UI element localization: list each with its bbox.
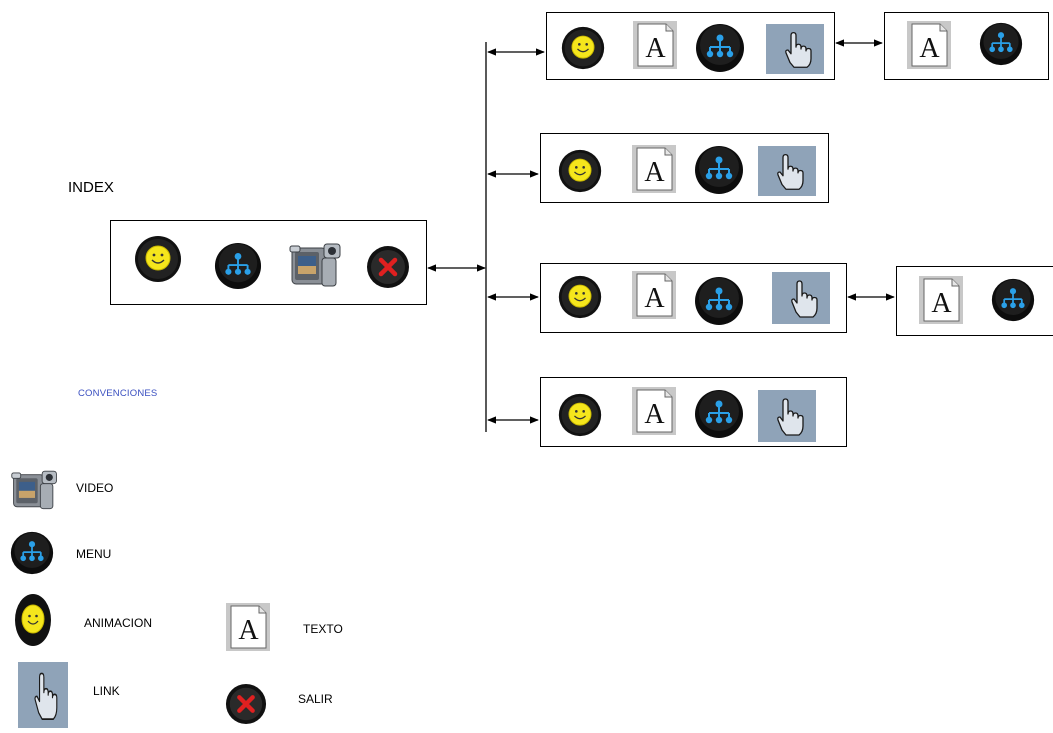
menu-icon[interactable] — [991, 278, 1035, 322]
menu-icon[interactable] — [694, 389, 744, 439]
text-icon[interactable]: A — [632, 271, 676, 319]
menu-icon[interactable] — [979, 22, 1023, 66]
menu-icon[interactable] — [214, 242, 262, 290]
text-icon[interactable]: A — [633, 21, 677, 69]
svg-text:A: A — [644, 283, 665, 314]
node-box-3: A — [540, 263, 847, 333]
node-box-2: A — [540, 133, 829, 203]
text-icon[interactable]: A — [907, 21, 951, 69]
video-icon[interactable] — [288, 238, 344, 290]
svg-text:A: A — [644, 399, 665, 430]
animation-icon[interactable] — [557, 392, 603, 438]
index-title: INDEX — [68, 179, 114, 196]
link-icon[interactable] — [766, 24, 824, 74]
sub-box-2: A — [896, 266, 1053, 336]
index-box — [110, 220, 427, 305]
text-icon: A — [226, 603, 270, 651]
svg-text:A: A — [919, 33, 940, 64]
text-icon[interactable]: A — [632, 145, 676, 193]
animation-icon[interactable] — [560, 25, 606, 71]
legend-label-video: VIDEO — [76, 481, 114, 495]
svg-text:A: A — [644, 157, 665, 188]
link-icon[interactable] — [758, 390, 816, 442]
exit-icon — [225, 683, 267, 725]
text-icon[interactable]: A — [632, 387, 676, 435]
animation-icon[interactable] — [557, 274, 603, 320]
link-icon[interactable] — [758, 146, 816, 196]
sub-box-1: A — [884, 12, 1049, 80]
menu-icon[interactable] — [694, 276, 744, 326]
menu-icon — [10, 531, 54, 575]
legend-label-text: TEXTO — [303, 622, 343, 636]
svg-text:A: A — [931, 288, 952, 319]
link-icon — [18, 662, 68, 728]
legend-label-exit: SALIR — [298, 692, 333, 706]
video-icon — [10, 465, 60, 513]
node-box-1: A — [546, 12, 835, 80]
node-box-4: A — [540, 377, 847, 447]
animation-icon[interactable] — [133, 234, 183, 284]
menu-icon[interactable] — [695, 23, 745, 73]
menu-icon[interactable] — [694, 145, 744, 195]
conventions-title: CONVENCIONES — [78, 388, 158, 399]
svg-text:A: A — [645, 33, 666, 64]
legend-label-animation: ANIMACION — [84, 616, 153, 630]
link-icon[interactable] — [772, 272, 830, 324]
svg-text:A: A — [238, 615, 259, 646]
text-icon[interactable]: A — [919, 276, 963, 324]
exit-icon[interactable] — [366, 245, 410, 289]
animation-icon — [14, 593, 52, 647]
legend-label-menu: MENU — [76, 547, 112, 561]
legend-label-link: LINK — [93, 684, 120, 698]
animation-icon[interactable] — [557, 148, 603, 194]
